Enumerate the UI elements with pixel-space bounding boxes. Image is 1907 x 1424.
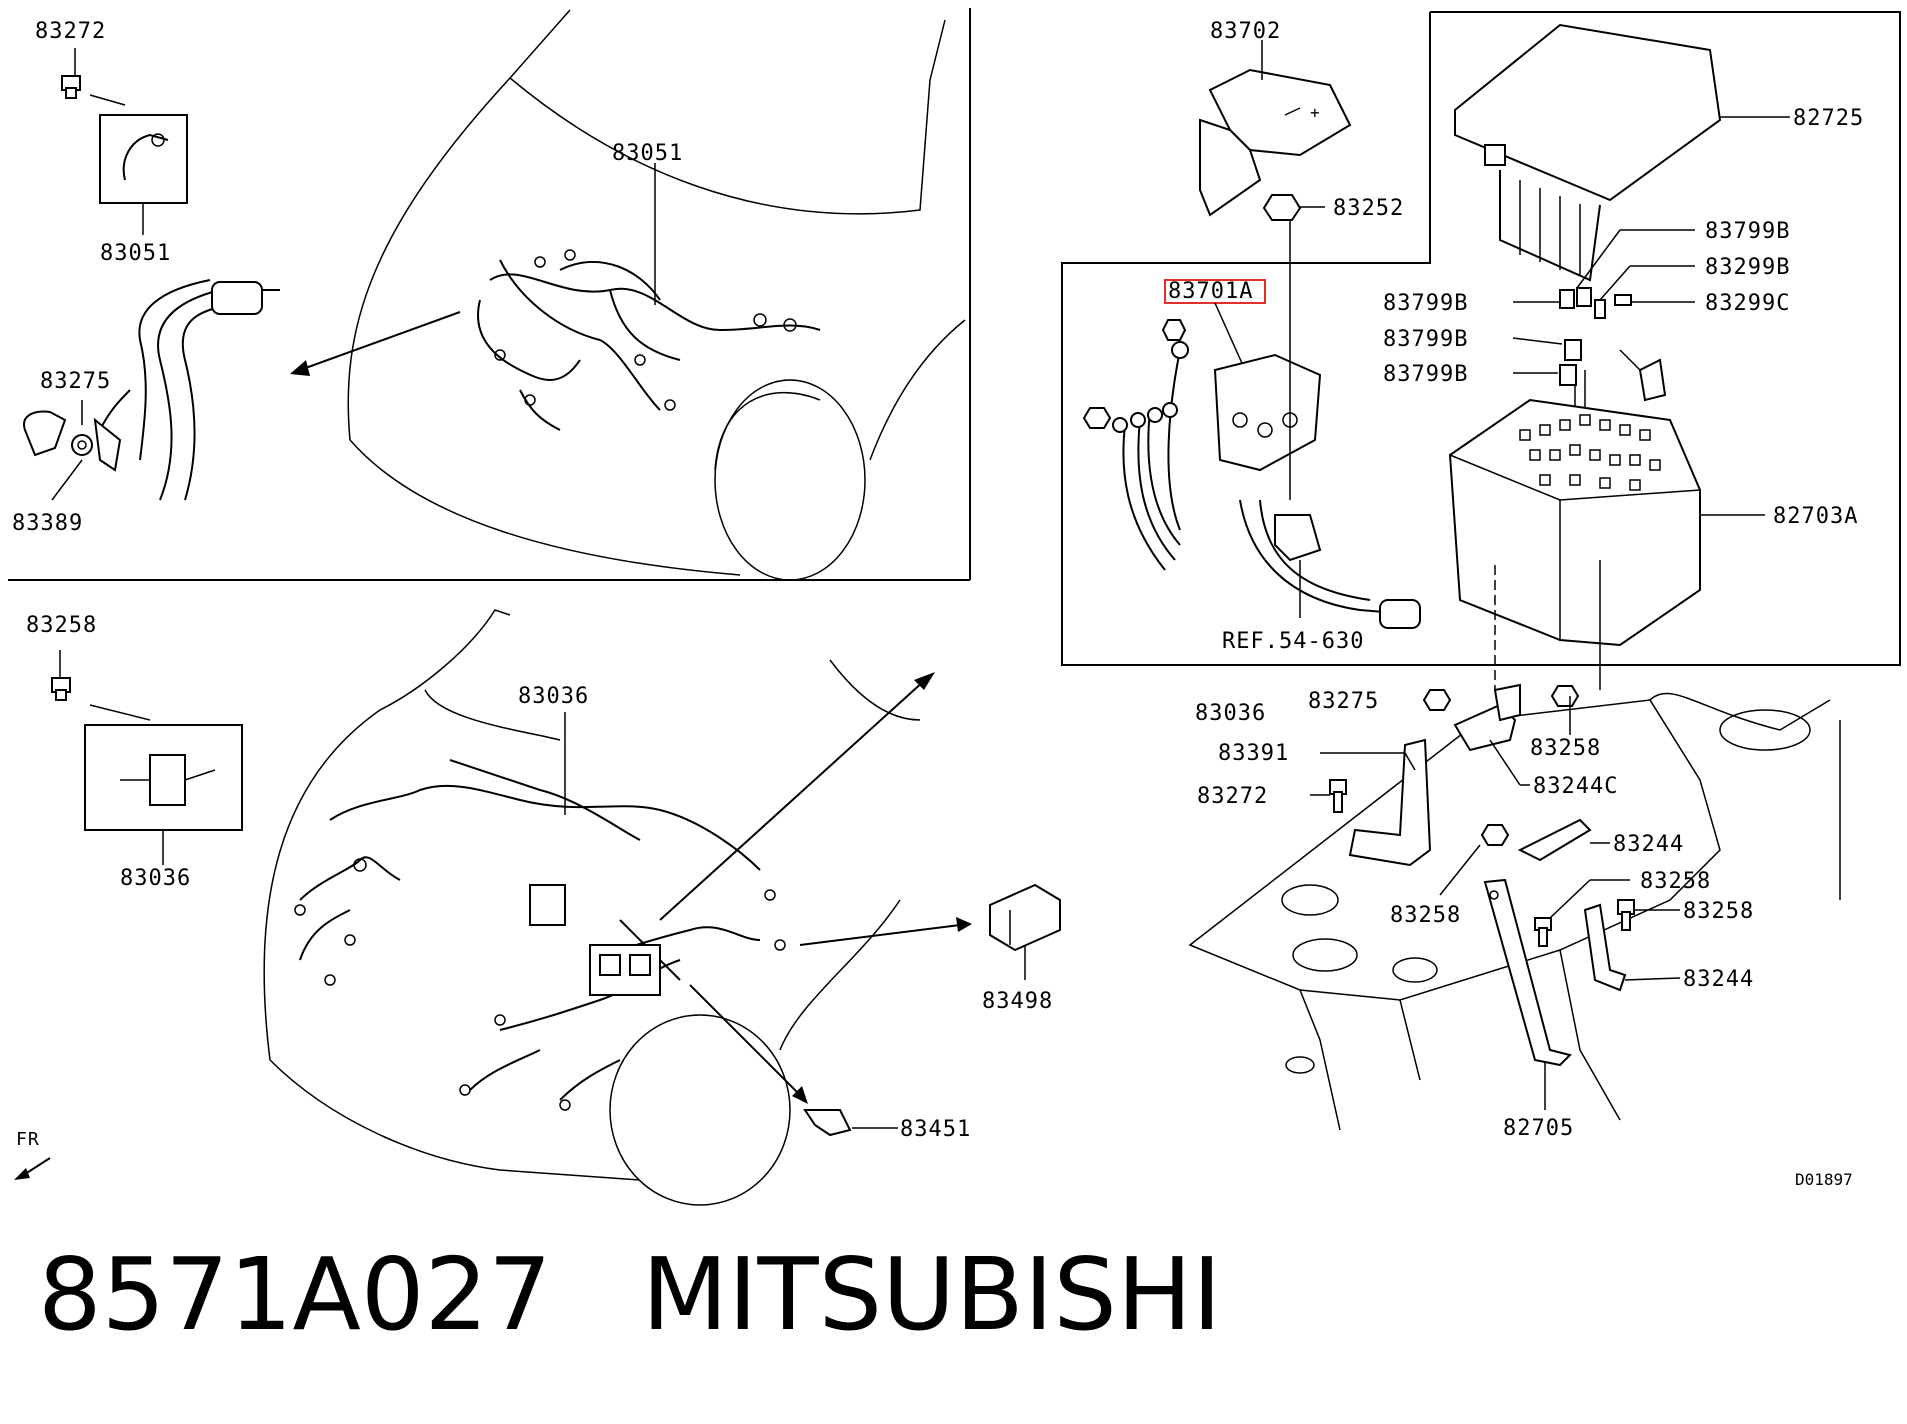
- label-83391: 83391: [1218, 741, 1289, 766]
- label-83051-harness: 83051: [612, 141, 683, 166]
- clip-83451: [803, 1109, 898, 1137]
- label-83799B-3: 83799B: [1383, 327, 1468, 352]
- label-83036-right: 83036: [1195, 701, 1266, 726]
- label-83252: 83252: [1333, 196, 1404, 221]
- bolt-83272-right: [1310, 779, 1347, 813]
- clip-83275-left: [71, 434, 93, 456]
- nut-83252: [1262, 194, 1325, 221]
- battery-cables-83701A: [1082, 220, 1421, 629]
- caption-brand: MITSUBISHI: [641, 1236, 1222, 1353]
- svg-text:+: +: [1310, 103, 1320, 122]
- clip-83244C: [1453, 683, 1530, 786]
- detail-box-83036: [84, 724, 243, 865]
- label-83036-box: 83036: [120, 866, 191, 891]
- grommet-83389: [23, 410, 67, 457]
- label-83498: 83498: [982, 989, 1053, 1014]
- label-83244-a: 83244: [1613, 832, 1684, 857]
- battery-cover-83702: +: [1199, 40, 1352, 217]
- label-83299C: 83299C: [1705, 291, 1790, 316]
- body-panel-outline: [1188, 692, 1841, 1131]
- box-cover-82725: [1454, 23, 1790, 282]
- label-83036-harness: 83036: [518, 684, 589, 709]
- label-83701A: 83701A: [1168, 279, 1253, 304]
- label-83299B: 83299B: [1705, 255, 1790, 280]
- label-82703A: 82703A: [1773, 504, 1858, 529]
- clip-83275-right: [1422, 689, 1452, 711]
- label-front-marker: FR: [16, 1129, 40, 1150]
- harness-bundle-left: [51, 279, 280, 501]
- label-ref-54-630: REF.54-630: [1222, 629, 1364, 654]
- bracket-83244-a: [1439, 818, 1610, 896]
- label-83258-b: 83258: [1640, 869, 1711, 894]
- label-83275-right: 83275: [1308, 689, 1379, 714]
- front-direction-marker: [14, 1157, 51, 1180]
- label-83258-mid-left: 83258: [26, 613, 97, 638]
- label-83799B-1: 83799B: [1705, 219, 1790, 244]
- label-83702: 83702: [1210, 19, 1281, 44]
- relay-box-82703A: [1448, 349, 1765, 690]
- label-83051-box: 83051: [100, 241, 171, 266]
- top-harness-illustration: [290, 9, 966, 581]
- bolt-83258-mid-left: [51, 650, 151, 721]
- label-83451: 83451: [900, 1117, 971, 1142]
- label-83389: 83389: [12, 511, 83, 536]
- bottom-harness-illustration: [263, 609, 972, 1206]
- bracket-83244-b: [1583, 899, 1681, 992]
- bolt-83258-lower: [1534, 879, 1630, 947]
- bolt-83258-upper: [1550, 685, 1580, 735]
- label-83272-top-left: 83272: [35, 19, 106, 44]
- label-83275-left: 83275: [40, 369, 111, 394]
- label-83799B-2: 83799B: [1383, 291, 1468, 316]
- callout-labels: 83272 83051 83051 83275 83389 83258 8303…: [12, 19, 1864, 1189]
- bolt-83272-top-left: [61, 48, 126, 106]
- caption-part-number: 8571A027: [38, 1236, 552, 1353]
- detail-box-83051: [99, 114, 188, 235]
- label-82725: 82725: [1793, 106, 1864, 131]
- bracket-83391: [1320, 738, 1432, 867]
- label-82705: 82705: [1503, 1116, 1574, 1141]
- label-83244-b: 83244: [1683, 967, 1754, 992]
- label-83272-right: 83272: [1197, 784, 1268, 809]
- label-83244C: 83244C: [1533, 774, 1618, 799]
- label-83258-a: 83258: [1530, 736, 1601, 761]
- connector-83498: [989, 883, 1061, 980]
- panel-frames: [8, 8, 1901, 666]
- label-83258-c: 83258: [1390, 903, 1461, 928]
- bracket-82705: [1483, 878, 1572, 1110]
- label-drawing-id: D01897: [1795, 1170, 1853, 1189]
- label-83258-d: 83258: [1683, 899, 1754, 924]
- label-83799B-4: 83799B: [1383, 362, 1468, 387]
